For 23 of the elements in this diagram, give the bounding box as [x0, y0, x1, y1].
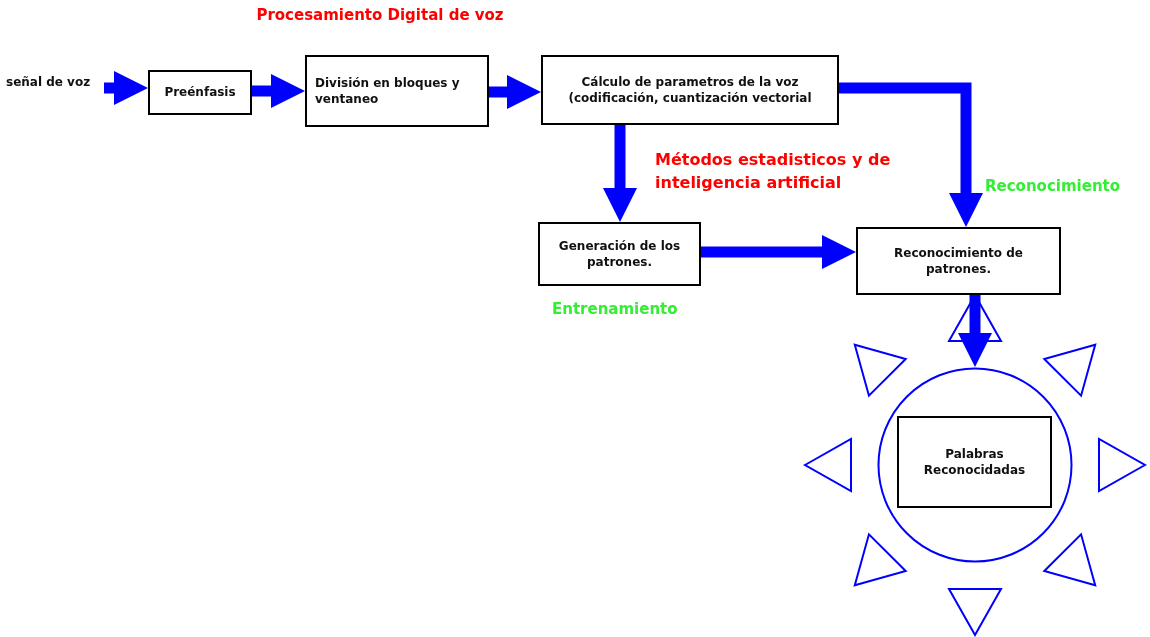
- box-label: Preénfasis: [163, 84, 237, 101]
- box-label: Reconocimiento de patrones.: [893, 244, 1024, 278]
- arrow: [104, 71, 148, 105]
- arrow: [839, 82, 983, 227]
- diagram-title: Procesamiento Digital de voz: [255, 6, 505, 24]
- process-box: [897, 416, 1052, 508]
- process-box: [538, 222, 701, 286]
- process-box: [856, 227, 1061, 295]
- input-label: señal de voz: [6, 73, 91, 91]
- arrow: [489, 75, 541, 109]
- arrow: [603, 125, 637, 222]
- beside-text: Entrenamiento: [552, 300, 678, 318]
- process-box: [305, 55, 489, 127]
- process-box: [148, 70, 252, 115]
- process-box: [541, 55, 839, 125]
- box-label: División en bloques y ventaneo: [314, 74, 461, 108]
- arrow: [701, 235, 856, 269]
- box-label: Palabras Reconocidadas: [922, 445, 1027, 479]
- box-label: Generación de los patrones.: [557, 237, 682, 271]
- box-label: Cálculo de parametros de la voz (codificación, cuantización vectorial: [567, 73, 813, 107]
- edge-label: Reconocimiento: [985, 176, 1122, 197]
- arrow: [252, 74, 305, 108]
- edge-label: Métodos estadisticos y de inteligencia artificial: [655, 149, 892, 195]
